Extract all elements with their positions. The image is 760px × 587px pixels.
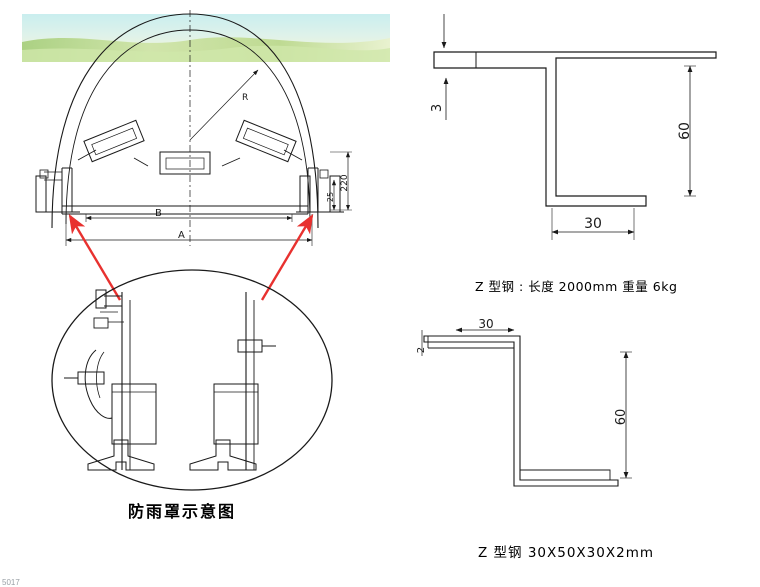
label-B: B xyxy=(155,208,162,219)
z-steel-top-profile xyxy=(433,14,717,240)
z-steel-top-dimension-labels: 3 60 30 xyxy=(430,104,693,232)
z-steel-bottom-dimension-labels: 30 2 60 xyxy=(416,317,629,425)
label-30-top: 30 xyxy=(584,216,602,232)
label-2-bottom: 2 xyxy=(416,347,427,353)
label-3: 3 xyxy=(430,104,445,112)
label-60-bottom: 60 xyxy=(614,409,629,426)
label-25: 25 xyxy=(326,192,335,202)
label-R: R xyxy=(242,93,248,103)
label-A: A xyxy=(178,230,185,241)
left-panel-dimension-labels: R B A 220 25 xyxy=(155,93,350,241)
corner-reference-label: 5017 xyxy=(2,578,20,587)
label-60-top: 60 xyxy=(677,122,693,140)
rain-cover-caption: 防雨罩示意图 xyxy=(128,502,237,521)
label-220: 220 xyxy=(340,174,350,191)
sky-background-image xyxy=(22,14,390,62)
z-steel-bottom-caption: Z 型钢 30X50X30X2mm xyxy=(478,545,655,561)
z-steel-top-caption: Z 型钢 : 长度 2000mm 重量 6kg xyxy=(475,279,678,294)
detail-view-ellipse xyxy=(51,269,333,491)
z-steel-bottom-profile xyxy=(421,327,632,487)
callout-arrows xyxy=(68,213,314,301)
label-30-bottom: 30 xyxy=(478,317,493,331)
rain-cover-main-drawing xyxy=(35,10,352,246)
